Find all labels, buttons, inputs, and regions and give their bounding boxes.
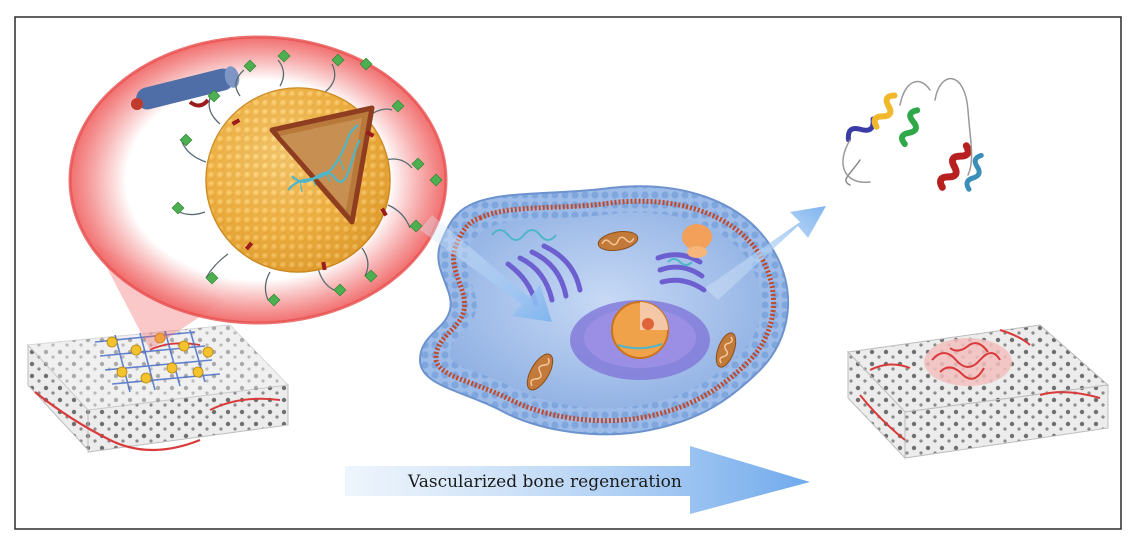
ribosome-icon [667, 224, 712, 266]
right-scaffold [846, 324, 1110, 460]
vascularized-region [924, 338, 1012, 386]
expression-arrow [705, 206, 826, 300]
peg-leaf-icons [171, 49, 443, 307]
mitochondria-icon [526, 230, 737, 391]
uptake-arrow [420, 215, 552, 322]
golgi-icon [655, 252, 707, 293]
liposome-icon [171, 49, 443, 307]
blood-vessel-network [859, 329, 1101, 441]
dna-icon [287, 124, 361, 193]
nucleus-icon [570, 300, 710, 380]
process-arrow-label: Vascularized bone regeneration [407, 472, 682, 492]
scaffold-particles [106, 332, 214, 384]
process-arrow [345, 446, 810, 514]
protein-helix-icon [842, 78, 984, 192]
left-scaffold [26, 324, 290, 453]
mrna-strand [491, 229, 557, 241]
peg-ligands [175, 59, 413, 301]
